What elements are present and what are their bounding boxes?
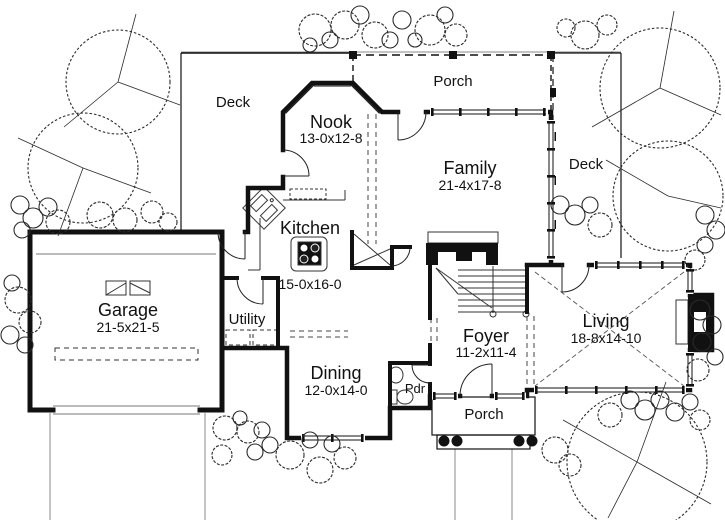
interior-details — [36, 186, 689, 415]
refrigerator-symbol — [289, 188, 327, 200]
window-band-foyer — [432, 392, 526, 400]
window-band-family-top — [430, 108, 548, 116]
foyer-label: Foyer — [463, 326, 509, 346]
cased-openings — [290, 114, 535, 384]
garage-dims: 21-5x21-5 — [96, 319, 159, 335]
tree — [17, 112, 152, 237]
door-hall-deck — [217, 231, 246, 260]
window-band-living-right — [686, 268, 694, 388]
dining-label: Dining — [310, 363, 361, 383]
tree — [63, 13, 181, 135]
landscaping — [0, 5, 725, 520]
utility-label: Utility — [229, 311, 266, 328]
living-label: Living — [582, 311, 629, 331]
window-band-dining — [301, 434, 365, 442]
family-label: Family — [444, 158, 497, 178]
labels: Deck Deck Porch Porch Nook 13-0x12-8 Fam… — [96, 73, 641, 423]
window-band-living-bottom — [534, 386, 686, 394]
garage-door-panel — [54, 347, 199, 361]
door-living-hall — [561, 264, 590, 293]
dining-dims: 12-0x14-0 — [304, 382, 367, 398]
door-utility — [236, 277, 264, 305]
porch-rear — [349, 51, 555, 112]
living-dims: 18-8x14-10 — [571, 330, 642, 346]
tree — [591, 10, 722, 149]
tree — [562, 381, 712, 520]
door-nook-deck — [282, 149, 310, 177]
shrub-cluster — [4, 10, 711, 484]
deck-left — [180, 52, 353, 232]
window-band-family-right — [547, 120, 555, 260]
living-ceiling-diagonals — [534, 271, 685, 387]
porch-columns — [438, 435, 538, 447]
window-band-nook-bay — [285, 84, 380, 114]
walls — [27, 80, 715, 441]
door-pantry — [391, 246, 411, 267]
staircase — [435, 266, 530, 318]
attic-access-symbol — [105, 280, 151, 296]
door-front-entry — [459, 363, 493, 397]
kitchen-dims: 15-0x16-0 — [278, 276, 341, 292]
tree — [605, 140, 724, 252]
garage-label: Garage — [98, 300, 158, 320]
kitchen-label: Kitchen — [280, 218, 340, 238]
foyer-dims: 11-2x11-4 — [456, 344, 517, 360]
exterior-walls — [219, 80, 715, 441]
deck-right-label: Deck — [569, 156, 604, 173]
family-dims: 21-4x17-8 — [438, 177, 501, 193]
doors — [217, 111, 590, 397]
family-media-fireplace — [426, 243, 498, 265]
porch-posts — [349, 51, 555, 59]
door-powder — [411, 364, 431, 384]
powder-label: Pdr — [405, 381, 426, 396]
porch-rear-label: Porch — [433, 73, 472, 90]
stair-newel-left — [489, 310, 497, 318]
nook-dims: 13-0x12-8 — [299, 130, 362, 146]
kitchen-island — [290, 236, 328, 272]
window-band-living-top — [594, 261, 686, 269]
porch-front-label: Porch — [464, 406, 503, 423]
interior-walls — [220, 230, 529, 410]
kitchen-sink-symbol — [242, 186, 286, 230]
deck-left-label: Deck — [216, 94, 251, 111]
bush-cluster — [0, 5, 725, 461]
porch-front — [431, 396, 538, 450]
door-family-porch — [397, 111, 427, 141]
windows — [285, 84, 694, 442]
nook-label: Nook — [310, 112, 353, 132]
pantry-shelves — [353, 233, 391, 266]
